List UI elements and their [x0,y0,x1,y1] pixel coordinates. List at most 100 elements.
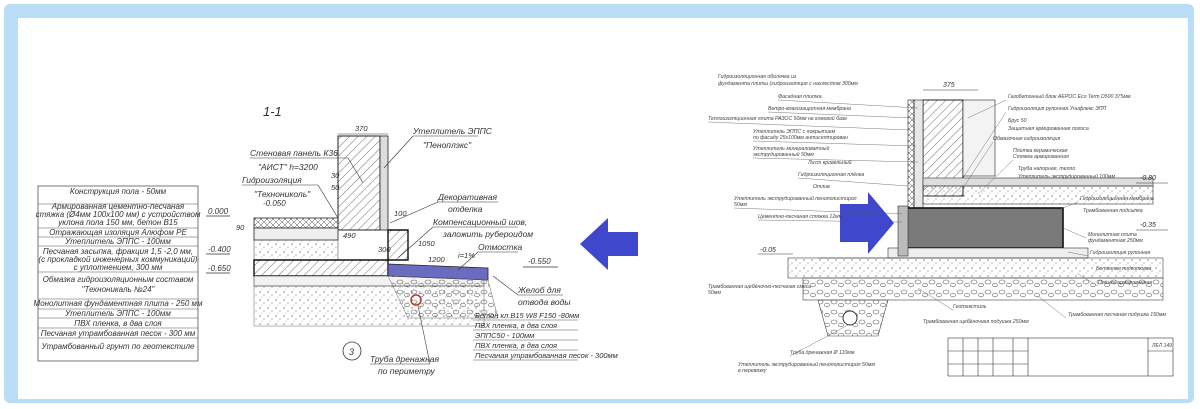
wall-panel [337,135,381,231]
facade-insulation [913,99,924,211]
dimension: 1050 [418,239,436,248]
callout-left: Утеплитель экструдированный пенополистир… [738,361,875,368]
spec-line: ПВХ пленка, в два слоя [74,319,162,328]
spec-line: "Техноникаль №24" [82,285,156,294]
callout-left: экструдированный 50мм [753,151,814,158]
spec-line: Обмазка гидроизоляционным составом [43,275,194,284]
section-title: 1-1 [263,104,282,119]
callout-left: фундамента плиты (гидроизоляция с нахлес… [718,81,858,87]
callout-left: Утеплитель экструдированный пенополистир… [734,195,857,202]
callout-right: Трамбованная подсыпка [1083,208,1143,214]
title-block [947,337,1174,377]
spec-line: Песчаная утрамбованная песок - 300 мм [41,329,196,338]
spec-line: (с прокладкой инженерных коммуникаций) [38,255,198,264]
callout-left: 50мм [734,202,747,208]
floor-screed [253,217,339,229]
dimension: 370 [355,124,368,133]
spec-line: Утрамбованный грунт по геотекстиле [41,342,196,351]
back-arrow-icon[interactable] [580,218,638,270]
plinth-insulation [897,205,909,257]
callout-left: по фасаду 25х100мм антисептирован [753,135,848,141]
callout-right: Геотекстиль [953,304,987,310]
callout-left: Цементно-песчаная стяжка 12мм [758,214,843,220]
wall-insulation [379,135,389,231]
bottom-spec-line: ПВХ пленка, в два слоя [475,341,557,350]
callout-gutter: Желоб для [517,285,561,295]
level-mark: -0.05 [760,247,776,254]
dimension: 50 [331,183,340,192]
facade-cladding [907,99,915,211]
spec-line: Отражающая изоляция Алюфом РЕ [49,228,187,237]
spec-line: Армированная цементно-песчаная [51,202,185,211]
callout-hydro: Гидроизоляция [242,175,302,185]
floor-screed [922,185,1154,205]
bottom-spec-line: Бетон кл.В15 W8 F150 -80мм [475,311,579,320]
callout-right: Гидроизоляционная мембрана [1080,196,1154,202]
callout-hydro-brand: "Технониколь" [254,189,311,199]
outer-frame: 1-1 Конструкция пола - 50мм Армированная [4,4,1194,403]
callout-left: Утеплитель минераловатный [753,145,829,152]
callout-panel-spec: "АИСТ" h=3200 [258,162,318,172]
dimension: 300 [378,245,391,254]
callout-right: Бетонная подготовка [1096,266,1151,272]
level-mark: -0.650 [208,264,231,273]
dimension: 30 [331,171,340,180]
callout-right: Утеплитель экструдированный 100мм [1018,173,1115,180]
callout-gutter-2: отвода воды [518,297,571,307]
detail-circle [342,341,362,361]
callout-right: Брус 50 [1008,118,1027,124]
detail-number: 3 [349,347,354,357]
callout-right: Стяжка армированная [1013,154,1069,160]
callout-right: Труба напорная, тепло [1018,166,1075,172]
dimension: 100 [394,209,407,218]
callout-right: фундаментная 250мм [1088,238,1143,244]
spec-line: стяжка (Ø4мм 100х100 мм) с устройством [36,210,201,219]
dimension: 1200 [428,255,446,264]
callout-left: 50мм [708,290,721,296]
level-mark: 0.000 [208,207,229,216]
callout-panel: Стеновая панель К36 [250,148,338,158]
bottom-spec-line: Песчаная утрамбованная песок - 300мм [475,351,618,360]
callout-right: Монолитная плита [1088,232,1137,238]
construction-drawings: 1-1 Конструкция пола - 50мм Армированная [34,74,1174,377]
right-section-drawing: 375 -0.05 -0 [707,74,1174,377]
callout-right: Трамбованная песчаная подушка 150мм [1068,312,1166,318]
sheet-stamp: ЛЕЛ 149 [1151,343,1172,349]
callout-left: в перевязку [738,368,767,374]
callout-drain: Труба дренажная [370,354,439,364]
callout-right: Плёнка армированная [1098,280,1152,286]
callout-left: Фасадная плитка [778,94,822,100]
callout-insulation-brand: "Пеноплэкс" [423,140,472,150]
callout-left: Ветро-влагозащитная мембрана [768,106,851,112]
left-section-drawing: 1-1 Конструкция пола - 50мм Армированная [34,104,618,376]
bottom-spec-table: Бетон кл.В15 W8 F150 -80мм ПВХ пленка, в… [473,311,618,361]
dimension: 375 [943,82,955,89]
spec-line: Монолитная фундаментная плита - 250 мм [34,299,203,308]
drawing-canvas: 1-1 Конструкция пола - 50мм Армированная [18,18,1188,399]
spec-line: Конструкция пола - 50мм [70,187,167,196]
bottom-spec-line: ЭППС50 - 100мм [475,331,534,340]
spec-line: Утеплитель ЭППС - 100мм [64,309,171,318]
callout-right: Газобетонный блок АЕРОС Eco Term D500 37… [1008,93,1131,100]
spec-line: уклона пола 150 мм, бетон В15 [57,218,178,227]
level-mark: -0.550 [528,257,551,266]
callout-right: Трамбованная щебёночная подушка 250мм [923,319,1029,325]
callout-drain-2: по периметру [378,366,436,376]
spec-line: с уплотнением, 300 мм [74,263,163,272]
callout-right: Гидроизоляция рулонная [1090,250,1151,256]
callout-right: Защитная армированная полоса [1008,126,1089,132]
callout-insulation: Утеплитель ЭППС [412,126,493,136]
spec-table: Конструкция пола - 50мм Армированная цем… [34,185,203,362]
callout-blind-area: Отмостка [478,242,522,252]
callout-left: Лист кровельный [807,159,852,166]
callout-left: Гидроизоляционная плёнка [798,172,864,178]
level-mark: -0.80 [1140,175,1156,182]
slab-insulation [887,247,1089,259]
callout-right: Гидроизоляция рулонная Унифлекс ЭПП [1008,106,1107,112]
gravel-bed [387,275,499,319]
sand-fill [253,239,339,261]
callout-left: Теплоизоляционная плита РАЗОС 50мм на кл… [708,115,847,122]
callout-decor: Декоративная [437,192,498,202]
bottom-spec-line: ПВХ пленка, в два слоя [475,321,557,330]
level-marks: 0.000 -0.400 -0.650 -0.050 -0.550 [206,199,558,274]
